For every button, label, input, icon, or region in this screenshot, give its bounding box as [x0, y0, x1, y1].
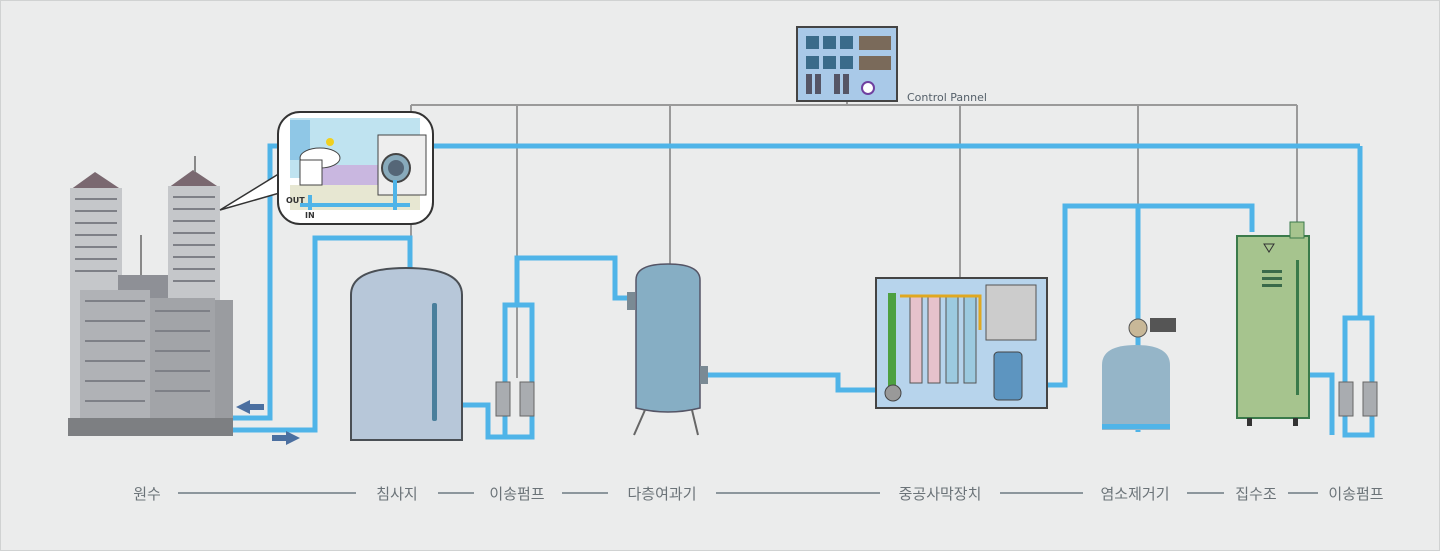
arrow-left-icon: [236, 400, 264, 414]
water-pipes: [232, 143, 1375, 440]
buildings-icon: [68, 156, 233, 436]
step-raw-water: 원수: [133, 485, 161, 503]
control-panel-label: Control Pannel: [907, 91, 987, 104]
step-multilayer-filter: 다층여과기: [627, 485, 697, 503]
step-dechlorinator: 염소제거기: [1100, 485, 1170, 503]
dechlorinator: [1102, 318, 1176, 430]
inset-in-label: IN: [305, 211, 315, 220]
arrow-right-icon: [272, 431, 300, 445]
control-panel-icon: [796, 26, 898, 102]
control-lines: [410, 101, 1298, 378]
hollow-fiber-membrane-unit: [875, 277, 1048, 409]
step-sedimentation-tank: 침사지: [376, 485, 418, 503]
sedimentation-tank: [350, 266, 463, 441]
collection-tank: [1236, 221, 1310, 426]
step-hollow-fiber-membrane: 중공사막장치: [898, 485, 982, 503]
step-collection-tank: 집수조: [1235, 485, 1277, 503]
multilayer-filter: [627, 263, 708, 436]
transfer-pump-2: [1338, 381, 1378, 417]
transfer-pump-1: [495, 381, 535, 417]
step-transfer-pump-2: 이송펌프: [1328, 485, 1384, 503]
step-transfer-pump-1: 이송펌프: [489, 485, 545, 503]
household-usage-inset: [219, 111, 434, 225]
inset-out-label: OUT: [286, 196, 305, 205]
